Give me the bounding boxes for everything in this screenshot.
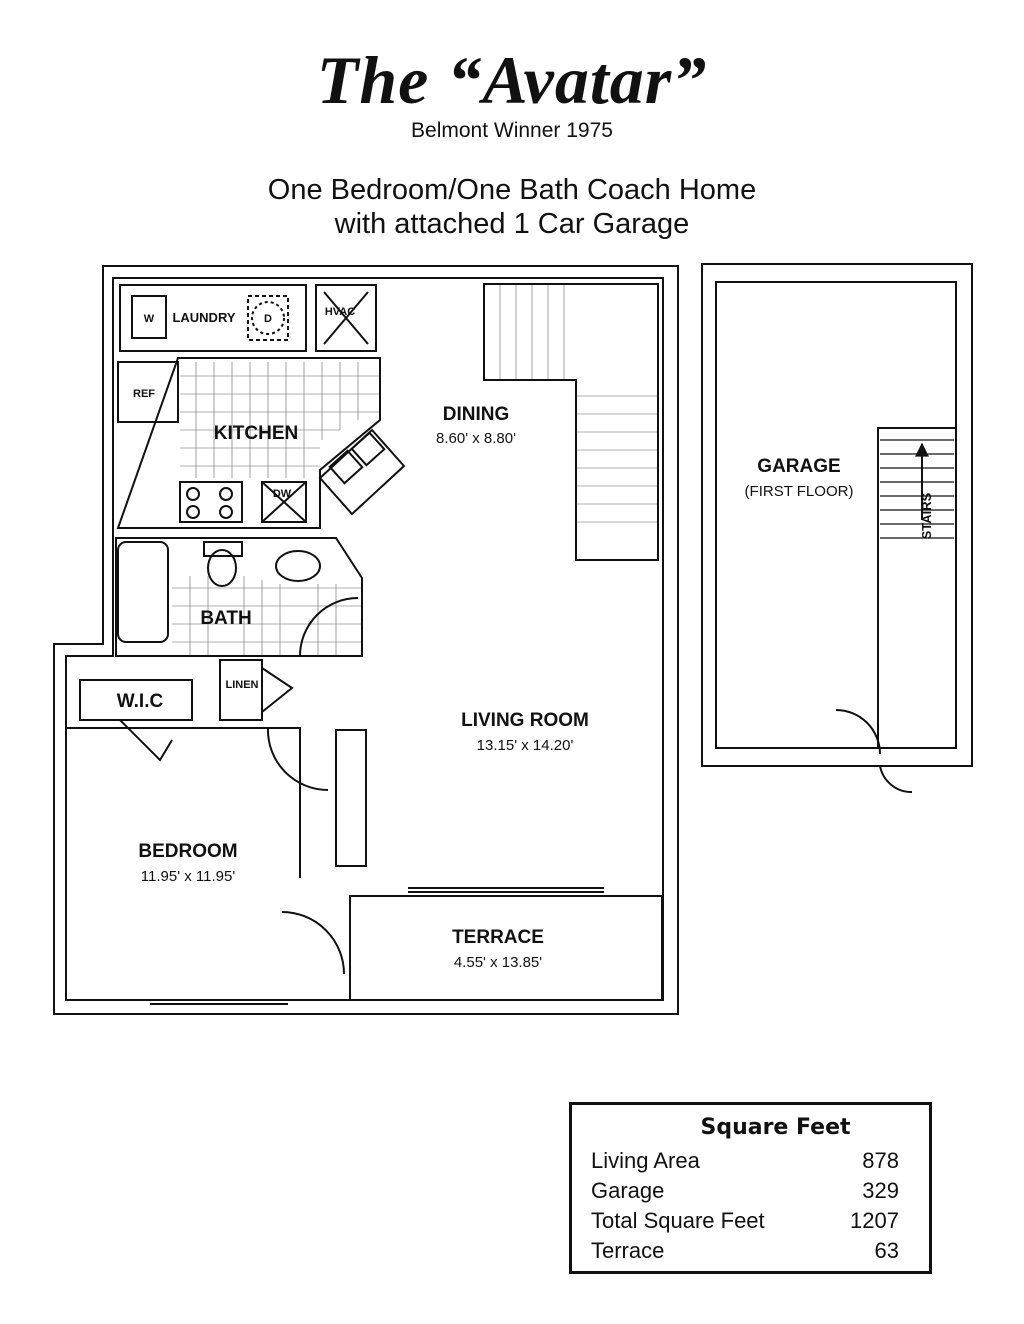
bath-label: BATH <box>200 608 251 629</box>
bath-outline <box>115 537 363 657</box>
bath-sink <box>275 550 321 582</box>
terrace-dimensions: 4.55' x 13.85' <box>454 954 542 971</box>
hvac-label: HVAC <box>325 306 355 318</box>
linen-label: LINEN <box>226 679 259 691</box>
bedroom-door-swing <box>266 727 329 791</box>
washer-outline <box>131 295 167 339</box>
toilet <box>207 549 237 587</box>
stairs-label: STAIRS <box>919 492 934 539</box>
sqft-row-garage: Garage 329 <box>591 1176 899 1206</box>
hvac-cross <box>323 291 369 345</box>
hvac-closet <box>315 284 377 352</box>
laundry-closet <box>119 284 307 352</box>
dining-label: DINING <box>443 404 510 425</box>
kitchen-label: KITCHEN <box>214 423 298 444</box>
sqft-row-value: 1207 <box>850 1208 899 1233</box>
wic-door <box>119 719 173 762</box>
garage-note: (FIRST FLOOR) <box>745 483 854 500</box>
dryer-label: D <box>264 313 272 325</box>
sqft-row-living-area: Living Area 878 <box>591 1146 899 1176</box>
washer-label: W <box>144 313 155 325</box>
garage-door-swing <box>835 709 881 755</box>
dishwasher-label: DW <box>273 488 292 500</box>
wic-closet <box>79 679 193 721</box>
square-feet-title: Square Feet <box>700 1115 851 1140</box>
dryer-drum <box>251 301 285 335</box>
living-room-label: LIVING ROOM <box>461 710 589 731</box>
inner-wall <box>65 277 664 1001</box>
laundry-label: LAUNDRY <box>172 310 235 325</box>
stair-well <box>483 283 659 561</box>
terrace-slider <box>408 887 604 893</box>
refrigerator-label: REF <box>133 388 155 400</box>
sqft-row-value: 63 <box>874 1238 899 1263</box>
headline-line-1: One Bedroom/One Bath Coach Home <box>267 174 757 206</box>
bedroom-wall <box>66 727 301 878</box>
kitchen-sink <box>318 428 406 516</box>
living-closet <box>335 729 367 867</box>
sqft-row-value: 329 <box>862 1178 899 1203</box>
wic-label: W.I.C <box>117 691 164 712</box>
bedroom-dimensions: 11.95' x 11.95' <box>141 868 236 885</box>
refrigerator <box>117 361 179 423</box>
headline-line-2: with attached 1 Car Garage <box>334 208 690 240</box>
sqft-row-value: 878 <box>862 1148 899 1173</box>
terrace-door-swing <box>281 911 345 975</box>
garage-outer-wall <box>701 263 973 767</box>
sqft-row-total: Total Square Feet 1207 <box>591 1206 899 1236</box>
square-feet-table: Square Feet Living Area 878 Garage 329 T… <box>569 1102 932 1274</box>
outer-wall <box>53 265 679 1015</box>
living-room-dimensions: 13.15' x 14.20' <box>477 737 574 754</box>
dishwasher <box>261 481 307 523</box>
range <box>179 481 243 523</box>
bathtub <box>117 541 169 643</box>
dining-dimensions: 8.60' x 8.80' <box>436 430 516 447</box>
sqft-row-label: Garage <box>591 1178 665 1203</box>
bedroom-label: BEDROOM <box>138 841 237 862</box>
plan-title: The “Avatar” <box>316 42 708 118</box>
sqft-row-label: Terrace <box>591 1238 665 1263</box>
bath-door-swing <box>299 597 359 657</box>
linen-closet <box>219 659 263 721</box>
kitchen-outline <box>116 357 381 529</box>
garage-label: GARAGE <box>757 456 840 477</box>
sqft-row-label: Total Square Feet <box>591 1208 765 1233</box>
sqft-row-terrace: Terrace 63 <box>591 1236 899 1266</box>
sqft-row-label: Living Area <box>591 1148 700 1173</box>
plan-subtitle: Belmont Winner 1975 <box>411 119 613 142</box>
terrace-label: TERRACE <box>452 927 544 948</box>
garage-stairs <box>877 427 957 749</box>
terrace-outline <box>349 895 663 1001</box>
